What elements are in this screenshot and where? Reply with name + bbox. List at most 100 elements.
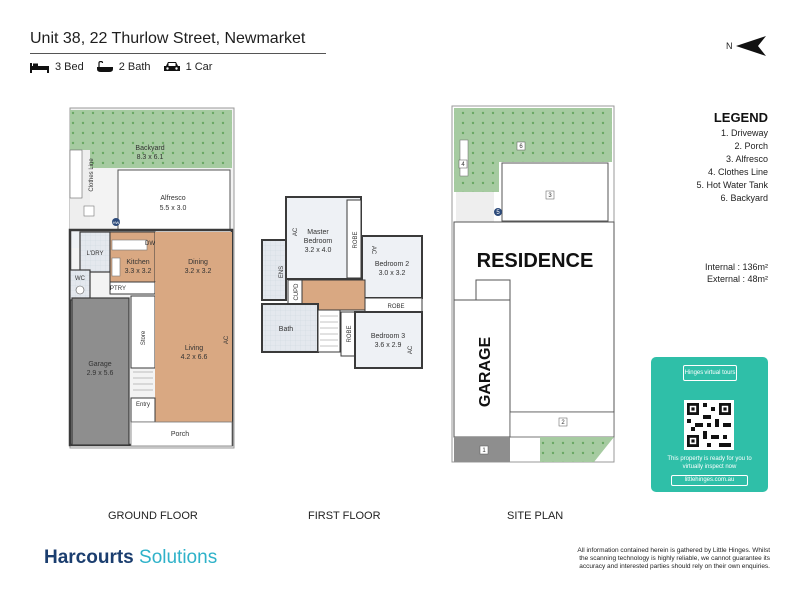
site-plan: RESIDENCE GARAGE 1 2 3 4 5 6 [451, 105, 615, 463]
legend-item: 5. Hot Water Tank [696, 180, 768, 190]
kitchen-label: Kitchen [126, 259, 149, 266]
svg-text:Master: Master [307, 229, 329, 236]
ground-floor-caption: GROUND FLOOR [108, 510, 198, 522]
ground-store [130, 295, 156, 369]
site-alfresco [501, 162, 609, 222]
living-label: Living [185, 345, 203, 352]
spec-car-label: 1 Car [185, 61, 213, 73]
svg-text:3.6 x 2.9: 3.6 x 2.9 [375, 342, 402, 349]
alfresco-label: Alfresco [160, 195, 185, 202]
svg-text:AC: AC [408, 345, 414, 354]
dining-size: 3.2 x 3.2 [185, 268, 212, 275]
svg-text:1: 1 [482, 448, 486, 454]
first-ensuite [261, 239, 287, 301]
laundry-label: L'DRY [86, 251, 103, 257]
legend-title: LEGEND [713, 110, 768, 125]
tour-logo-text: virtual tours [704, 370, 736, 376]
svg-text:Bedroom 2: Bedroom 2 [375, 261, 409, 268]
spec-bath: 2 Bath [96, 61, 151, 73]
porch-label: Porch [171, 431, 189, 438]
svg-text:PTRY: PTRY [110, 286, 126, 292]
svg-text:Bath: Bath [279, 326, 294, 333]
svg-text:6: 6 [519, 144, 523, 150]
clothes-line-label: Clothes Line [89, 158, 95, 192]
svg-text:3: 3 [548, 193, 552, 199]
kitchen-size: 3.3 x 3.2 [125, 268, 152, 275]
svg-text:ROBE: ROBE [347, 325, 353, 342]
property-specs: 3 Bed 2 Bath 1 Car [30, 61, 212, 73]
svg-text:AC: AC [370, 246, 376, 255]
legend-item: 3. Alfresco [725, 154, 768, 164]
svg-text:CUPD: CUPD [294, 283, 300, 301]
spec-bed-label: 3 Bed [55, 61, 84, 73]
living-size: 4.2 x 6.6 [181, 354, 208, 361]
first-floor-caption: FIRST FLOOR [308, 510, 381, 522]
svg-text:4: 4 [461, 162, 465, 168]
first-floor-plan: Master Bedroom 3.2 x 4.0 AC ROBE Bedroom… [261, 196, 423, 369]
site-markers: 1 2 3 4 5 6 [458, 141, 568, 455]
svg-text:Bedroom: Bedroom [304, 238, 333, 245]
garage-label-site: GARAGE [477, 337, 494, 408]
first-bedroom-3 [354, 311, 423, 369]
dining-label: Dining [188, 259, 208, 266]
ground-entry [130, 397, 156, 423]
harcourts-logo: Harcourts Solutions [44, 547, 217, 569]
tour-url-link[interactable]: littlehinges.com.au [671, 475, 748, 486]
master-size: 3.2 x 4.0 [305, 247, 332, 254]
external-area: External : 48m² [706, 274, 768, 284]
internal-area: Internal : 136m² [704, 262, 768, 272]
ground-living [155, 282, 232, 422]
spec-bath-label: 2 Bath [118, 61, 151, 73]
brand-sub: Solutions [139, 547, 218, 568]
qr-code-icon[interactable] [684, 400, 734, 450]
north-arrow-icon [736, 36, 766, 56]
ground-porch [130, 421, 233, 447]
area-summary: Internal : 136m² External : 48m² [705, 261, 768, 285]
ground-garage [71, 297, 130, 446]
car-icon [163, 62, 180, 71]
svg-text:ROBE: ROBE [387, 304, 404, 310]
disclaimer: All information contained herein is gath… [577, 547, 770, 570]
garage-size: 2.9 x 5.6 [87, 370, 114, 377]
tour-message: This property is ready for you to virtua… [667, 456, 752, 470]
site-backyard-top [454, 108, 612, 130]
svg-text:5: 5 [496, 210, 500, 216]
svg-text:3.0 x 3.2: 3.0 x 3.2 [379, 270, 406, 277]
virtual-tours-logo: Hinges virtual tours [683, 365, 737, 381]
first-bedroom-2 [361, 235, 423, 299]
brand-name: Harcourts [44, 547, 134, 568]
ground-hwt [112, 218, 120, 226]
svg-text:Store: Store [141, 330, 147, 345]
ground-wc [69, 269, 91, 301]
backyard-size: 8.3 x 6.1 [137, 154, 164, 161]
svg-text:HW: HW [113, 220, 120, 225]
ground-dining [155, 232, 232, 282]
legend-item: 6. Backyard [720, 193, 768, 203]
property-address: Unit 38, 22 Thurlow Street, Newmarket [30, 30, 306, 47]
svg-text:AC: AC [224, 335, 230, 344]
svg-text:Bedroom 3: Bedroom 3 [371, 333, 405, 340]
virtual-tour-card[interactable]: Hinges virtual tours This property is re… [651, 357, 768, 492]
ground-backyard [70, 110, 232, 168]
site-plan-caption: SITE PLAN [507, 510, 564, 522]
legend-item: 2. Porch [734, 141, 768, 151]
wc-label: WC [75, 276, 86, 282]
bed-icon [30, 63, 49, 73]
legend-item: 1. Driveway [720, 128, 768, 138]
residence-label: RESIDENCE [477, 250, 594, 272]
tour-logo-brand: Hinges [684, 370, 704, 376]
bath-icon [96, 61, 113, 72]
site-clothes-line [459, 139, 469, 177]
site-hwt [494, 208, 502, 216]
ground-floor-plan: Clothes Line Backyard 8.3 x 6.1 Alfresco… [68, 107, 235, 449]
svg-text:AC: AC [293, 227, 299, 236]
north-compass: N [726, 34, 770, 58]
svg-text:Entry: Entry [136, 402, 150, 408]
spec-car: 1 Car [163, 61, 213, 73]
ground-alfresco [117, 169, 231, 231]
compass-label: N [726, 41, 733, 51]
garage-label: Garage [88, 361, 111, 368]
svg-text:ROBE: ROBE [353, 231, 359, 248]
site-front-garden [540, 437, 614, 462]
